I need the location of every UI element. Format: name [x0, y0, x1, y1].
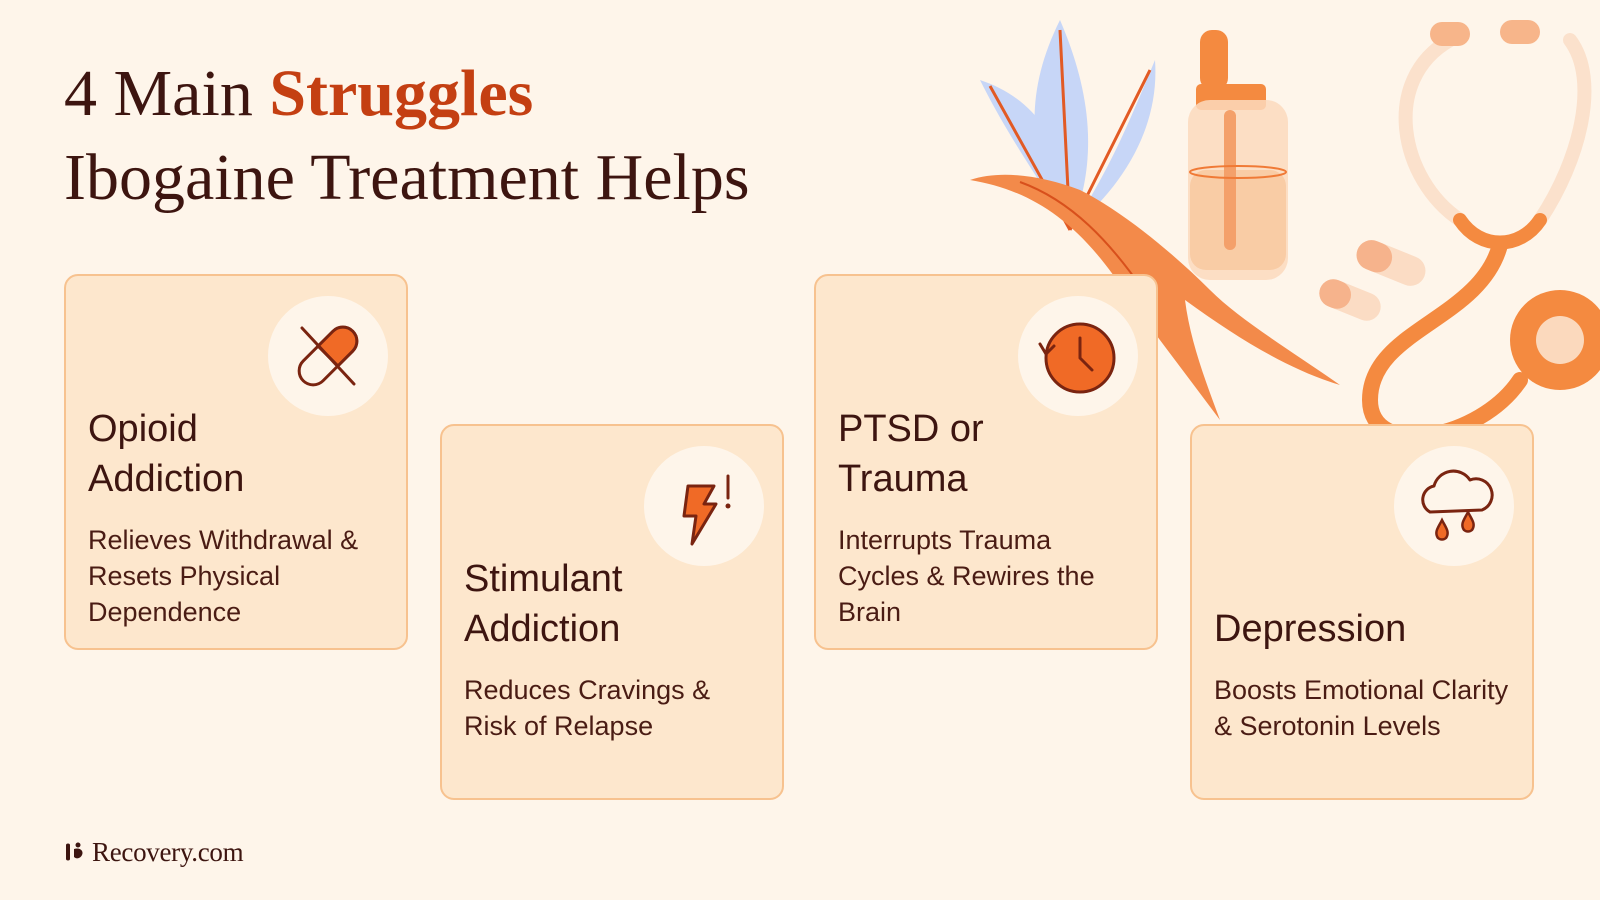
card-description: Interrupts Trauma Cycles & Rewires the B…	[838, 525, 1095, 627]
card-title-line-1: Opioid	[88, 408, 198, 450]
page-title: 4 Main Struggles Ibogaine Treatment Help…	[64, 52, 750, 220]
card-title: Stimulant Addiction	[464, 554, 764, 654]
title-line-1: 4 Main Struggles	[64, 52, 750, 136]
card-description: Reduces Cravings & Risk of Relapse	[464, 675, 711, 741]
stethoscope-icon	[1361, 20, 1600, 445]
card-stimulant-addiction: Stimulant Addiction Reduces Cravings & R…	[440, 424, 784, 800]
icon-circle	[1018, 296, 1138, 416]
lightning-bolt-icon	[682, 474, 731, 546]
dropper-bottle-icon	[1188, 30, 1288, 280]
decorative-illustration	[970, 20, 1600, 445]
card-description: Boosts Emotional Clarity & Serotonin Lev…	[1214, 675, 1509, 741]
icon-circle	[268, 296, 388, 416]
card-title-line-1: Stimulant	[464, 558, 623, 600]
icon-circle	[644, 446, 764, 566]
card-title: PTSD or Trauma	[838, 404, 1138, 504]
recovery-logo-icon	[66, 842, 83, 861]
pills-icon	[1319, 240, 1426, 321]
card-title-line-1: PTSD or	[838, 408, 984, 450]
title-accent: Struggles	[269, 57, 534, 130]
card-title-line-2: Addiction	[464, 608, 621, 650]
card-depression: Depression Boosts Emotional Clarity & Se…	[1190, 424, 1534, 800]
card-title-line-1: Depression	[1214, 608, 1407, 650]
logo-text: Recovery.com	[92, 836, 244, 867]
card-opioid-addiction: Opioid Addiction Relieves Withdrawal & R…	[64, 274, 408, 650]
crossed-out-pill-icon	[297, 325, 359, 387]
title-line-2: Ibogaine Treatment Helps	[64, 141, 750, 214]
clock-history-icon	[1038, 322, 1116, 394]
icon-circle	[1394, 446, 1514, 566]
card-title: Depression	[1214, 604, 1514, 654]
card-title-line-2: Addiction	[88, 458, 245, 500]
card-title: Opioid Addiction	[88, 404, 388, 504]
rain-cloud-icon	[1421, 469, 1494, 541]
card-description: Relieves Withdrawal & Resets Physical De…	[88, 525, 359, 627]
title-prefix: 4 Main	[64, 57, 270, 130]
brand-logo: Recovery.com	[64, 834, 244, 870]
card-ptsd-or-trauma: PTSD or Trauma Interrupts Trauma Cycles …	[814, 274, 1158, 650]
card-title-line-2: Trauma	[838, 458, 968, 500]
